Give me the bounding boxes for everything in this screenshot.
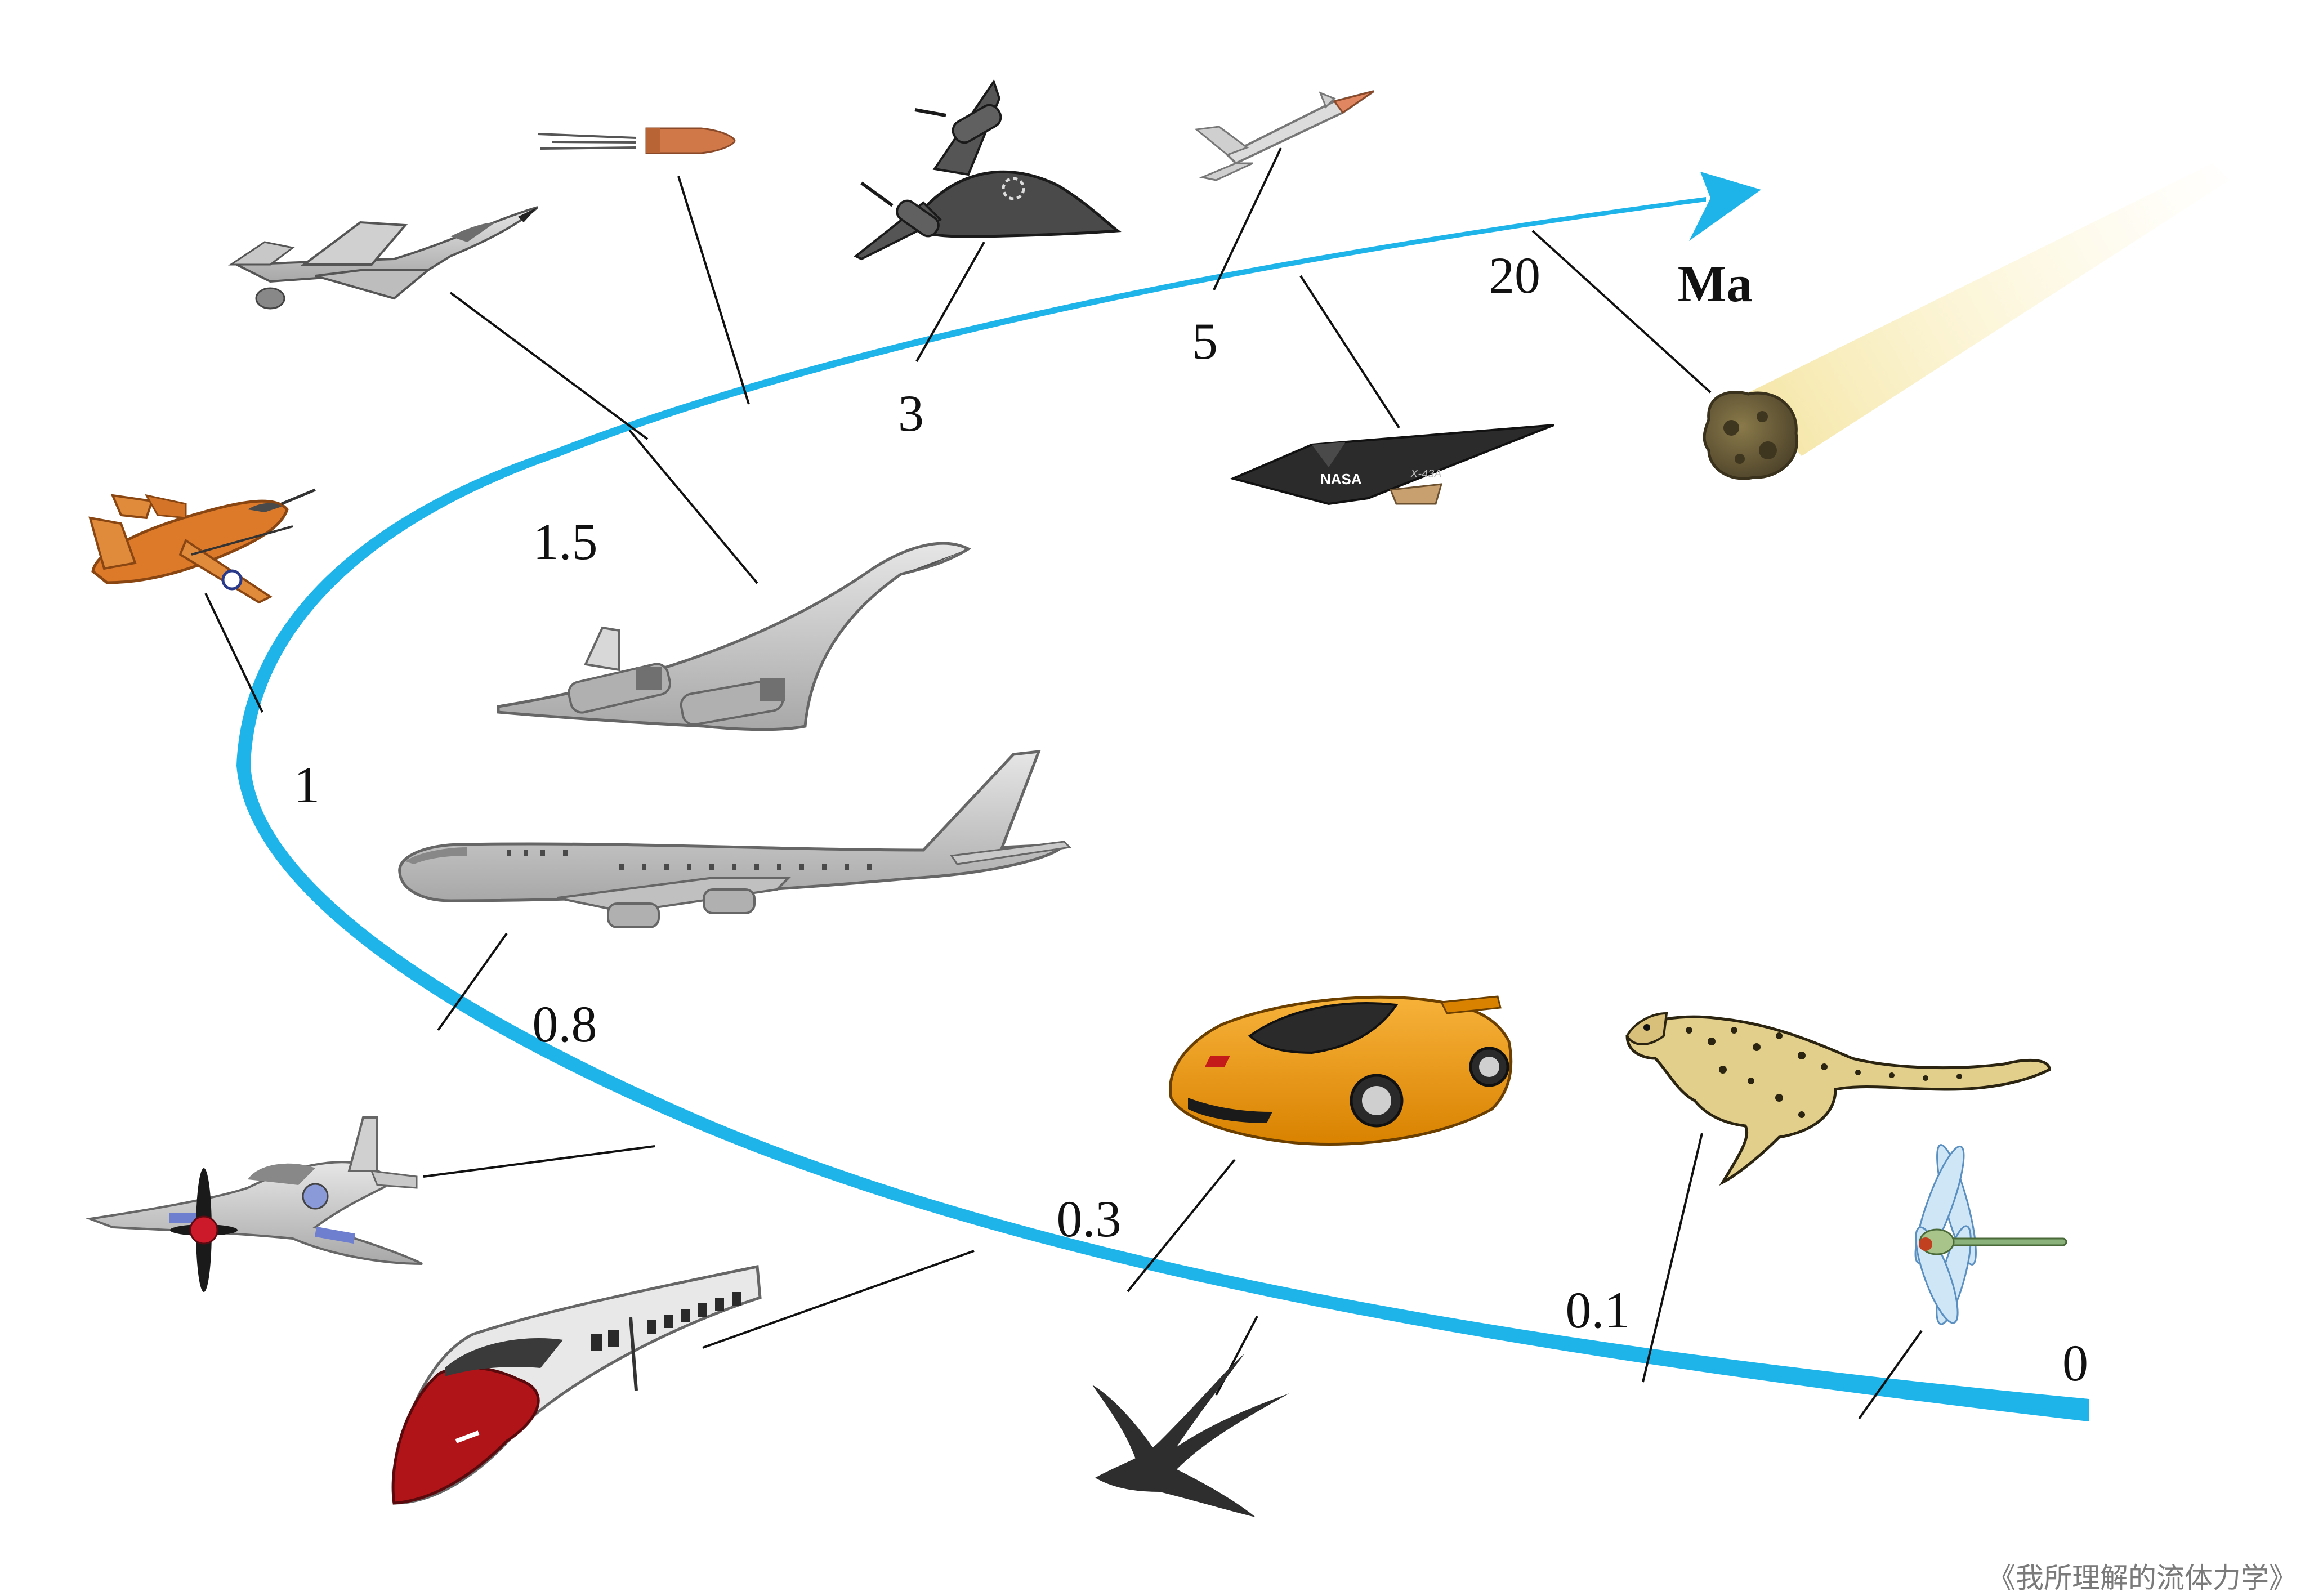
hypersonic-x43a-marking: X-43A <box>1410 468 1442 480</box>
tick-label-0-8: 0.8 <box>533 995 597 1053</box>
tick-label-20: 20 <box>1489 247 1540 304</box>
leader-airliner <box>437 932 508 1031</box>
credit-text: 《我所理解的流体力学》 <box>1987 1562 2297 1594</box>
tick-label-1-5: 1.5 <box>533 513 598 570</box>
tick-label-0: 0 <box>2062 1334 2088 1392</box>
leader-hypersonic <box>1299 275 1400 429</box>
axis-label-ma: Ma <box>1678 255 1753 312</box>
tick-label-3: 3 <box>898 385 924 442</box>
tick-label-1: 1 <box>294 756 320 813</box>
tick-label-0-3: 0.3 <box>1057 1190 1122 1248</box>
leader-propeller-plane <box>423 1145 655 1178</box>
leader-jet-fighter <box>449 292 649 440</box>
sports-car-icon <box>1169 995 1513 1146</box>
rocket-plane-icon <box>88 488 316 604</box>
missile-icon <box>1194 90 1375 181</box>
mach-axis-arrowhead <box>1689 172 1761 241</box>
swallow-icon <box>1092 1354 1289 1517</box>
leader-bullet <box>677 176 750 405</box>
leader-cheetah <box>1642 1133 1703 1383</box>
jet-fighter-icon <box>228 206 539 310</box>
leader-meteor <box>1531 230 1712 394</box>
leader-missile <box>1213 147 1282 290</box>
leader-lines <box>204 147 1923 1420</box>
leader-blackbird <box>915 242 985 362</box>
leader-concorde <box>628 429 758 584</box>
leader-train <box>702 1250 975 1349</box>
hypersonic-nasa-marking: NASA <box>1320 471 1362 488</box>
mach-axis <box>236 172 2089 1421</box>
cheetah-icon <box>1625 1012 2051 1186</box>
blackbird-icon <box>854 79 1122 261</box>
bullet-train-icon <box>391 1264 762 1505</box>
concorde-icon <box>497 542 972 731</box>
tick-label-0-1: 0.1 <box>1566 1281 1631 1339</box>
hypersonic-aircraft-icon: NASA X-43A <box>1229 424 1554 506</box>
leader-sports-car <box>1127 1159 1236 1293</box>
tick-label-5: 5 <box>1192 312 1218 370</box>
airliner-icon <box>398 750 1072 928</box>
leader-dragonfly <box>1858 1330 1923 1420</box>
tick-labels: 0 0.1 0.3 0.8 1 1.5 3 5 20 Ma <box>294 247 2088 1392</box>
leader-rocket-plane <box>204 593 263 713</box>
dragonfly-icon <box>1914 1144 2067 1325</box>
meteor-icon <box>1703 163 2230 480</box>
bullet-icon <box>537 127 736 154</box>
propeller-plane-icon <box>86 1116 423 1292</box>
